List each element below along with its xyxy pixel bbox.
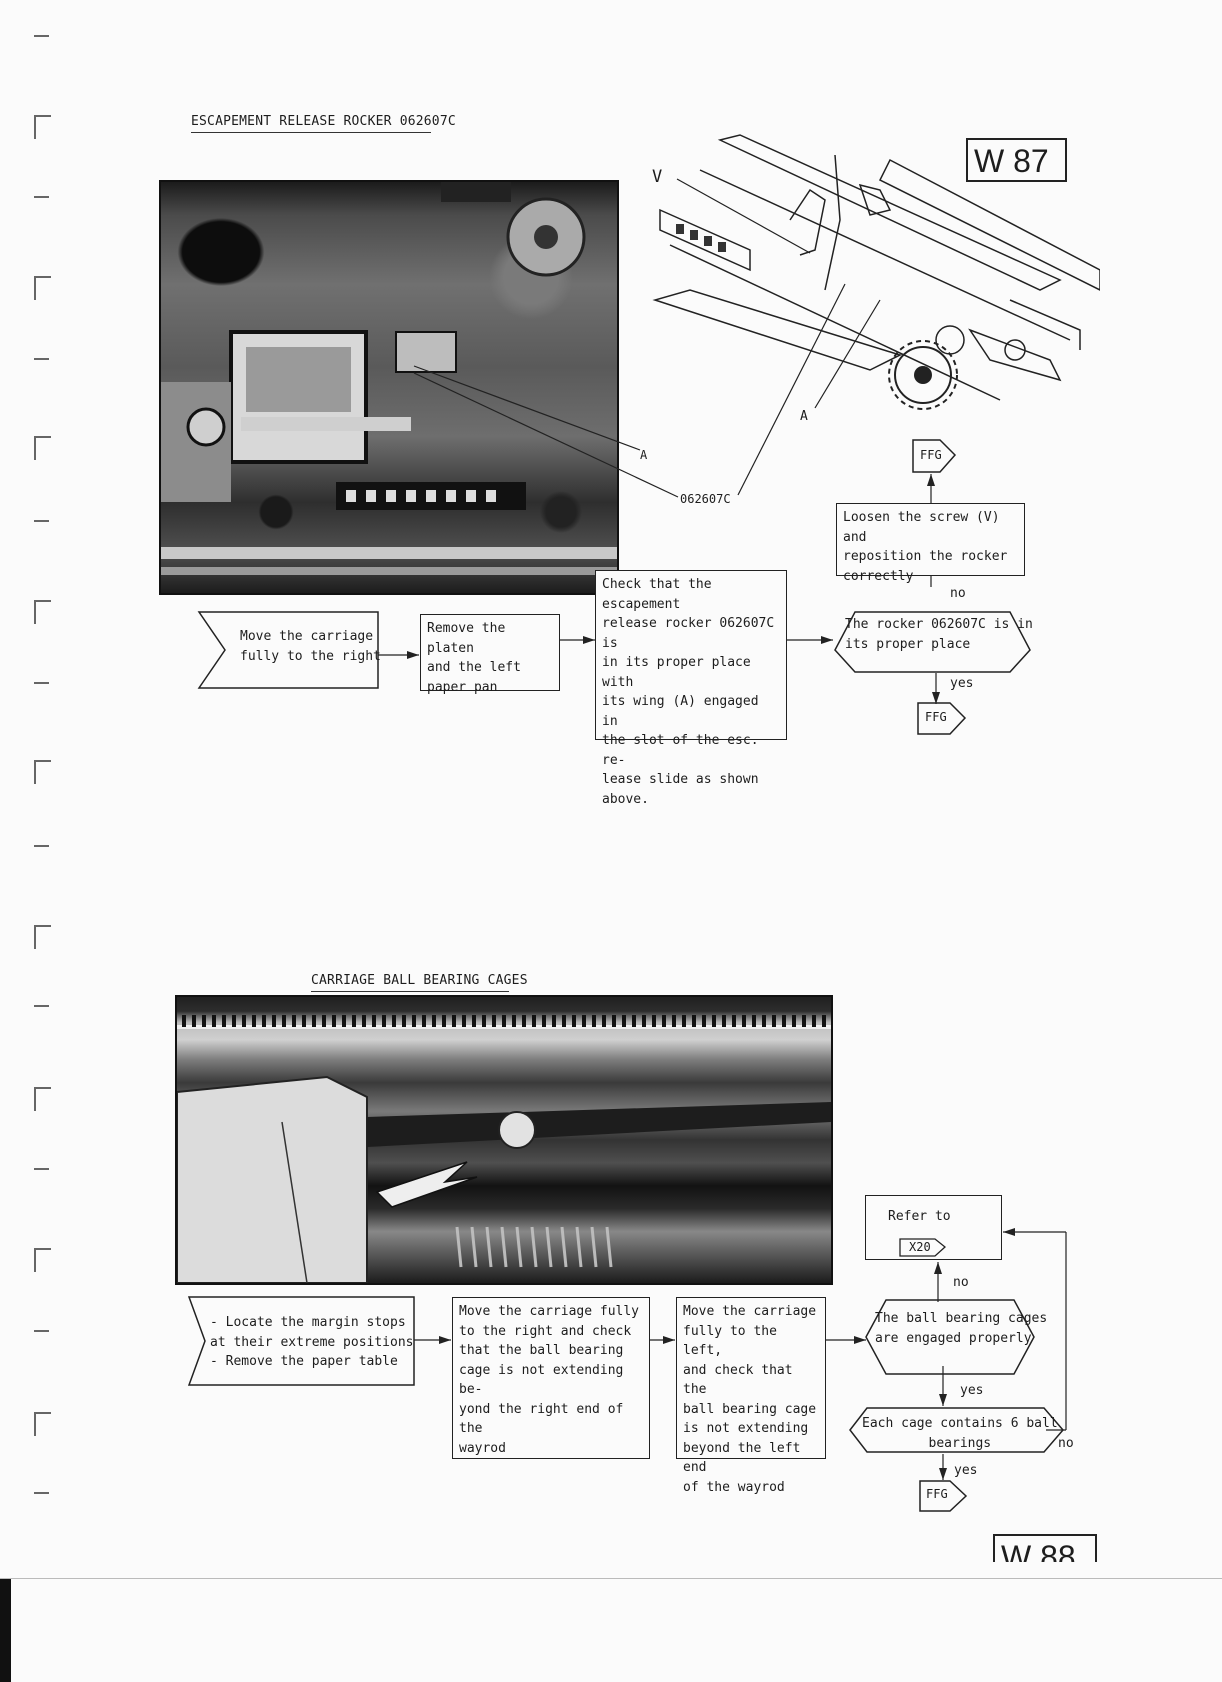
- refer-to-code: X20: [909, 1238, 931, 1258]
- page-code-bottom: W 88: [993, 1534, 1097, 1562]
- s2-decision2-text: Each cage contains 6 ball bearings: [862, 1414, 1058, 1453]
- s2-label-yes1: yes: [960, 1381, 983, 1401]
- s2-step1-text: - Locate the margin stops at their extre…: [210, 1313, 414, 1372]
- s2-step3-box: Move the carriage fully to the left, and…: [676, 1297, 826, 1459]
- s2-step2-box: Move the carriage fully to the right and…: [452, 1297, 650, 1459]
- refer-to-box: Refer to: [865, 1195, 1002, 1260]
- s2-label-yes2: yes: [954, 1461, 977, 1481]
- page-code-bottom-text: W 88: [1001, 1538, 1076, 1562]
- s2-label-no1: no: [953, 1273, 969, 1293]
- refer-to-text: Refer to: [888, 1207, 951, 1227]
- s2-ffg: FFG: [926, 1485, 948, 1505]
- s2-decision1-text: The ball bearing cages are engaged prope…: [875, 1309, 1047, 1348]
- s2-label-no2: no: [1058, 1434, 1074, 1454]
